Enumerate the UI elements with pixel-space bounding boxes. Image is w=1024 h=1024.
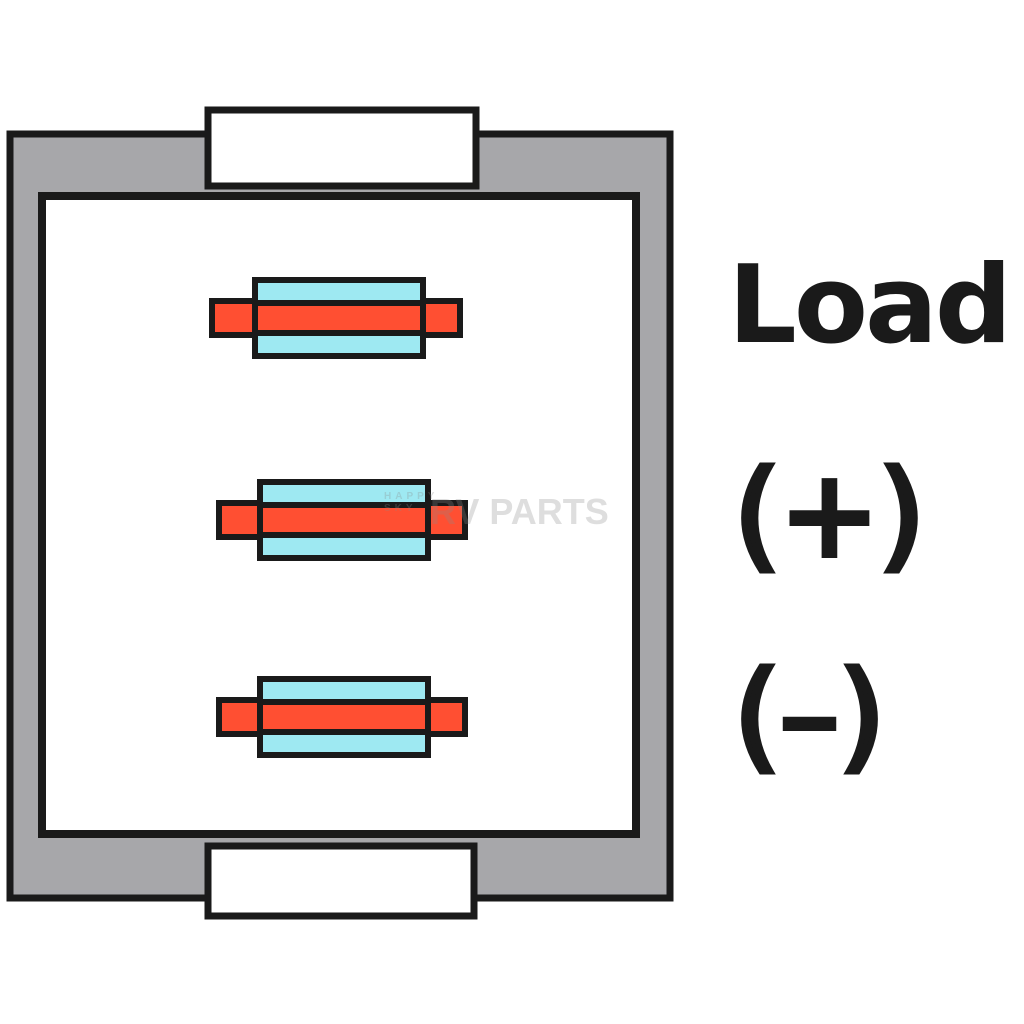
load-terminal-core <box>252 300 426 336</box>
top-mounting-tab <box>204 106 480 190</box>
positive-terminal <box>216 479 468 561</box>
positive-label: (+) <box>731 445 928 583</box>
watermark-small-line-2: SKY <box>384 503 417 514</box>
negative-terminal <box>216 676 468 758</box>
negative-terminal-core <box>257 699 431 735</box>
positive-terminal-core <box>257 502 431 538</box>
watermark-small-line-1: HAPPY <box>384 491 439 502</box>
watermark-main-text: RV PARTS <box>430 491 609 532</box>
load-terminal <box>209 277 463 359</box>
watermark: HAPPY SKY <box>384 492 438 514</box>
load-label: Load <box>728 243 1012 368</box>
negative-label: (–) <box>731 646 888 784</box>
bottom-mounting-tab <box>204 842 478 920</box>
